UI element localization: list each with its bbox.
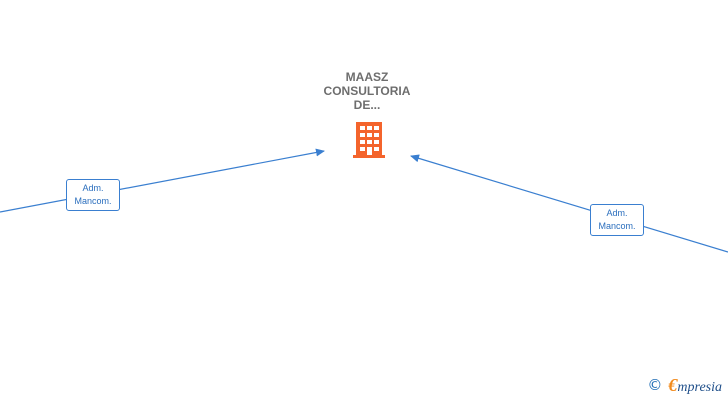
empresia-logo-initial: € xyxy=(668,374,678,395)
relation-label-right-line-1: Adm. xyxy=(606,208,628,218)
copyright-icon: © xyxy=(647,376,663,394)
relation-label-left[interactable]: Adm. Mancom. xyxy=(66,179,120,211)
empresia-logo-text: mpresia xyxy=(677,379,722,395)
company-name-line-3[interactable]: DE... xyxy=(353,98,381,112)
relation-edge-left[interactable] xyxy=(0,148,325,213)
company-name-line-1[interactable]: MAASZ xyxy=(345,70,389,84)
empresia-watermark: © €mpresia xyxy=(647,375,722,396)
relation-label-left-line-2: Mancom. xyxy=(74,196,112,206)
relation-label-right[interactable]: Adm. Mancom. xyxy=(590,204,644,236)
relation-label-right-line-2: Mancom. xyxy=(598,221,636,231)
relation-edge-right[interactable] xyxy=(410,154,728,253)
empresia-logo: €mpresia xyxy=(668,375,722,396)
company-name[interactable]: MAASZ CONSULTORIA DE... xyxy=(307,70,427,112)
company-name-line-2[interactable]: CONSULTORIA xyxy=(323,84,411,98)
relation-label-left-line-1: Adm. xyxy=(82,183,104,193)
building-icon[interactable] xyxy=(353,122,385,158)
